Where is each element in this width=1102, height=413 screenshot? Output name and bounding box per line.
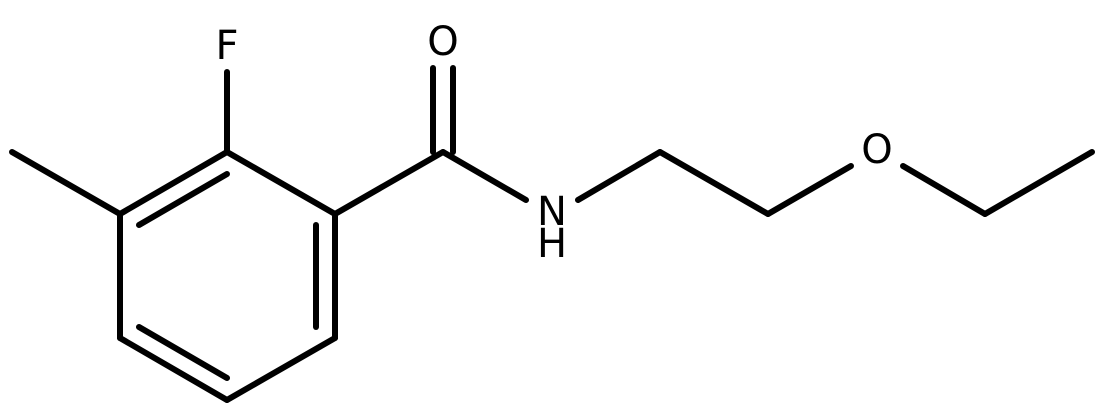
ring-bond-c3-c4 (224, 335, 338, 403)
bond-c6-methyl (9, 149, 123, 217)
ring-bond-c4-c5-inner (136, 324, 230, 381)
bond-ch2-ether-oxygen (765, 163, 854, 217)
bond-ch2-terminal-methyl (982, 149, 1095, 217)
bond-ring-carbonyl (332, 149, 446, 217)
bond-ether-oxygen-ch2 (900, 163, 988, 217)
ring-bond-c6-c1-inner (136, 171, 230, 228)
amide-hydrogen-label: H (537, 221, 567, 267)
fluorine-label: F (215, 23, 238, 69)
ether-oxygen-label: O (861, 127, 892, 173)
ring-bond-c1-c2 (224, 149, 338, 217)
ring-bond-c6-c1 (117, 149, 230, 217)
bond-nitrogen-ch2 (575, 149, 663, 203)
carbonyl-oxygen-label: O (427, 19, 458, 65)
atom-labels: F O N H O (215, 19, 892, 267)
ring-bond-c4-c5 (117, 335, 230, 403)
bond-carbonyl-nitrogen (440, 149, 529, 203)
bonds (9, 65, 1095, 403)
amide-nitrogen-label: N (537, 189, 567, 235)
bond-ch2-ch2 (657, 149, 771, 217)
